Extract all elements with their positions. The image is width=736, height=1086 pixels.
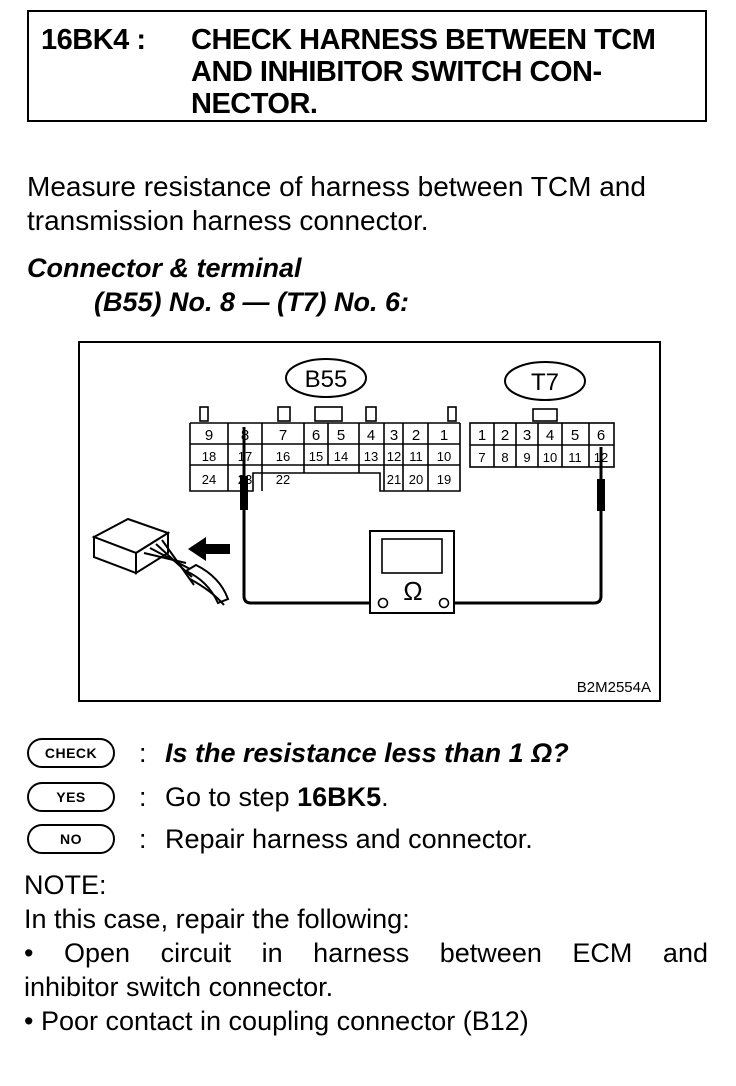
b55-pin: 14 <box>334 449 348 464</box>
b55-pin: 7 <box>279 427 287 444</box>
b55-pin: 19 <box>437 472 451 487</box>
note-intro: In this case, repair the following: <box>24 904 410 934</box>
ohm-symbol: Ω <box>403 576 422 606</box>
note-word: harness <box>313 938 410 968</box>
no-badge: NO <box>27 824 115 854</box>
b55-pin: 21 <box>387 472 401 487</box>
t7-pin: 6 <box>597 427 605 444</box>
note-word: and <box>662 938 708 968</box>
step-number: 16BK4 : <box>41 24 146 56</box>
b55-probe <box>240 427 248 510</box>
note-label: NOTE: <box>24 870 107 900</box>
b55-pin: 22 <box>276 472 290 487</box>
t7-pin: 7 <box>478 450 485 465</box>
insert-arrow-icon <box>188 537 230 561</box>
b55-connector <box>189 406 461 492</box>
check-colon: : <box>139 738 147 768</box>
t7-pin: 3 <box>523 427 531 444</box>
yes-answer: Go to step 16BK5. <box>165 780 389 814</box>
note-word: in <box>261 938 283 968</box>
yes-prefix: Go to step <box>165 782 298 812</box>
t7-pin: 4 <box>546 427 554 444</box>
connector-terminals: (B55) No. 8 — (T7) No. 6: <box>94 287 410 317</box>
harness-connector-illustration <box>91 517 230 606</box>
t7-pin: 2 <box>501 427 509 444</box>
b55-pin: 6 <box>312 427 320 444</box>
no-row: NO : Repair harness and connector. <box>27 822 717 858</box>
test-lead-left <box>242 510 382 605</box>
b55-label: B55 <box>305 366 348 393</box>
meter-terminal-right <box>438 597 450 609</box>
ohmmeter: Ω <box>369 530 455 614</box>
b55-pin: 11 <box>409 449 423 464</box>
b55-pin: 10 <box>437 449 451 464</box>
connector-heading: Connector & terminal <box>27 253 302 283</box>
check-badge: CHECK <box>27 738 115 768</box>
meter-terminal-left <box>377 597 389 609</box>
t7-probe <box>597 447 605 511</box>
b55-pin: 12 <box>387 449 401 464</box>
note-word: Open <box>63 938 131 968</box>
note-word: circuit <box>160 938 232 968</box>
figure-code: B2M2554A <box>577 679 651 696</box>
t7-pin: 9 <box>523 450 530 465</box>
step-title-line: NECTOR. <box>191 88 318 120</box>
yes-badge: YES <box>27 782 115 812</box>
b55-pin: 18 <box>202 449 216 464</box>
b55-pin: 2 <box>412 427 420 444</box>
b55-pin: 9 <box>205 427 213 444</box>
step-title: CHECK HARNESS BETWEEN TCM AND INHIBITOR … <box>191 24 701 120</box>
wiring-diagram: B55 T7 9 8 7 6 5 4 3 2 <box>78 341 661 702</box>
instruction-text: Measure resistance of harness between TC… <box>27 170 717 238</box>
check-question: Is the resistance less than 1 Ω? <box>165 738 569 768</box>
t7-pin: 8 <box>501 450 508 465</box>
b55-pin: 24 <box>202 472 216 487</box>
b55-label-oval: B55 <box>285 358 367 398</box>
yes-step-ref: 16BK5 <box>297 782 382 812</box>
b55-pin: 20 <box>409 472 423 487</box>
note-word: between <box>439 938 542 968</box>
step-title-line: AND INHIBITOR SWITCH CON- <box>191 56 602 88</box>
b55-pin: 15 <box>309 449 323 464</box>
yes-row: YES : Go to step 16BK5. <box>27 780 717 816</box>
b55-pin: 1 <box>440 427 448 444</box>
step-title-line: CHECK HARNESS BETWEEN TCM <box>191 24 656 56</box>
note-word: • <box>24 938 34 968</box>
t7-pin: 5 <box>571 427 579 444</box>
yes-suffix: . <box>381 782 389 812</box>
t7-pin: 11 <box>568 450 582 465</box>
b55-pin: 5 <box>337 427 345 444</box>
check-row: CHECK : Is the resistance less than 1 Ω? <box>27 736 717 772</box>
t7-label-oval: T7 <box>504 361 586 401</box>
note-word: ECM <box>572 938 633 968</box>
b55-pin: 4 <box>367 427 375 444</box>
no-answer: Repair harness and connector. <box>165 824 533 854</box>
no-colon: : <box>139 824 147 854</box>
test-lead-right <box>446 511 603 605</box>
note-section: NOTE: In this case, repair the following… <box>24 868 708 1038</box>
note-bullet-1: • Open circuit in harness between ECM an… <box>24 936 708 970</box>
yes-colon: : <box>139 782 147 812</box>
instruction-line: Measure resistance of harness between TC… <box>27 171 646 202</box>
t7-pin: 10 <box>543 450 557 465</box>
diagram-frame <box>78 341 661 702</box>
t7-connector <box>469 408 615 468</box>
t7-pin: 1 <box>478 427 486 444</box>
b55-pin: 13 <box>364 449 378 464</box>
meter-display <box>381 538 443 574</box>
note-bullet-1-cont: inhibitor switch connector. <box>24 972 334 1002</box>
b55-pin: 16 <box>276 449 290 464</box>
step-title-box: 16BK4 : CHECK HARNESS BETWEEN TCM AND IN… <box>27 10 707 122</box>
instruction-line: transmission harness connector. <box>27 205 429 236</box>
b55-pin: 3 <box>390 427 398 444</box>
t7-label: T7 <box>531 369 559 396</box>
note-bullet-2: • Poor contact in coupling connector (B1… <box>24 1006 529 1036</box>
